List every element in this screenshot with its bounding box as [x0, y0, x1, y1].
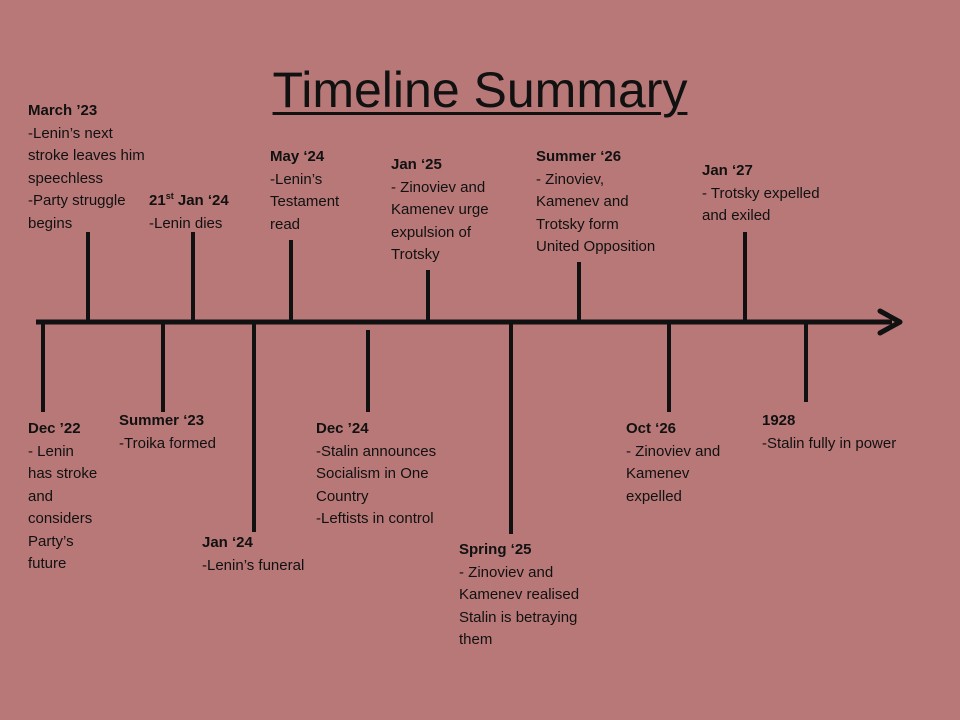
event-text: -Stalin fully in power — [762, 434, 897, 452]
event-text: -Lenin’s funeral — [202, 556, 305, 574]
page-title-text: Timeline Summary — [272, 62, 688, 118]
event-date: Dec ’24 — [316, 420, 369, 437]
event-text: -Troika formed — [119, 434, 216, 452]
event-text: - Trotsky expelled and exiled — [702, 184, 820, 225]
event-jan-24: Jan ‘24 -Lenin’s funeral — [202, 532, 304, 577]
event-1928: 1928 -Stalin fully in power — [762, 410, 896, 455]
event-21jan-24: 21st Jan ‘24 -Lenin dies — [149, 190, 229, 235]
event-text: - Zinoviev and Kamenev urge expulsion of… — [391, 178, 489, 264]
event-jan-27: Jan ‘27 - Trotsky expelled and exiled — [702, 160, 820, 228]
event-text: -Lenin’s next stroke leaves him speechle… — [28, 124, 145, 232]
event-text: -Lenin dies — [149, 214, 223, 232]
event-text: - Zinoviev and Kamenev expelled — [626, 442, 721, 505]
event-dec-22: Dec ’22 - Lenin has stroke and considers… — [28, 418, 97, 576]
event-date: Jan ‘25 — [391, 156, 442, 173]
event-date: 21st Jan ‘24 — [149, 191, 229, 210]
event-text: - Zinoviev, Kamenev and Trotsky form Uni… — [536, 170, 656, 256]
timeline-arrowhead — [877, 308, 903, 336]
event-date: Jan ‘27 — [702, 162, 753, 179]
event-sum-26: Summer ‘26 - Zinoviev, Kamenev and Trots… — [536, 146, 655, 259]
event-text: - Zinoviev and Kamenev realised Stalin i… — [459, 563, 580, 649]
event-date: Summer ‘26 — [536, 148, 622, 165]
event-date: March ’23 — [28, 102, 98, 119]
event-date: Spring ‘25 — [459, 541, 532, 558]
event-may-24: May ‘24 -Lenin’s Testament read — [270, 146, 339, 236]
event-oct-26: Oct ‘26 - Zinoviev and Kamenev expelled — [626, 418, 720, 508]
event-date: May ‘24 — [270, 148, 325, 165]
event-spring-25: Spring ‘25 - Zinoviev and Kamenev realis… — [459, 539, 579, 652]
event-text: - Lenin has stroke and considers Party’s… — [28, 442, 98, 573]
event-dec-24: Dec ’24 -Stalin announces Socialism in O… — [316, 418, 436, 531]
event-date: Summer ‘23 — [119, 412, 205, 429]
event-date: Oct ‘26 — [626, 420, 677, 437]
page-title: Timeline Summary — [0, 58, 960, 122]
event-date: Jan ‘24 — [202, 534, 253, 551]
event-date: 1928 — [762, 412, 796, 429]
event-text: -Stalin announces Socialism in One Count… — [316, 442, 437, 528]
event-sum-23: Summer ‘23 -Troika formed — [119, 410, 216, 455]
event-date: Dec ’22 — [28, 420, 81, 437]
event-mar-23: March ’23 -Lenin’s next stroke leaves hi… — [28, 100, 145, 235]
event-text: -Lenin’s Testament read — [270, 170, 340, 233]
event-jan-25: Jan ‘25 - Zinoviev and Kamenev urge expu… — [391, 154, 489, 267]
